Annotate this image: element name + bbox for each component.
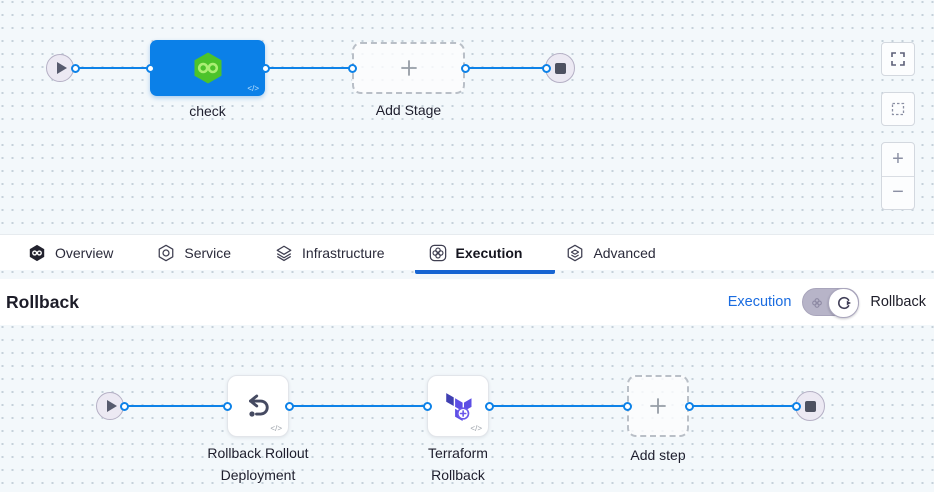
edge-step1-to-step2 [288, 405, 428, 407]
step-label-line1: Rollback Rollout [207, 445, 309, 461]
connector-dot [260, 63, 270, 73]
tab-execution[interactable]: Execution [407, 235, 545, 270]
step-node-rollback-rollout[interactable]: </> [227, 375, 289, 437]
step-label-line2: Rollback [431, 467, 485, 483]
connector-dot [222, 401, 232, 411]
terraform-icon [446, 393, 472, 421]
edge-step2-to-addstep [488, 405, 628, 407]
zoom-out-button[interactable]: − [892, 181, 904, 204]
step-label-line1: Terraform [428, 445, 488, 461]
stop-icon [554, 62, 566, 74]
code-icon: </> [247, 84, 259, 93]
mode-switcher: Execution Rollback [727, 288, 926, 318]
plus-icon [650, 398, 666, 414]
stop-icon [804, 400, 816, 412]
tab-advanced[interactable]: Advanced [544, 235, 677, 270]
connector-dot [684, 401, 694, 411]
fullscreen-icon [891, 52, 905, 66]
step-label-line2: Deployment [220, 467, 296, 483]
pipeline-start-node[interactable] [46, 54, 74, 82]
connector-dot [284, 401, 294, 411]
advanced-icon [568, 244, 583, 261]
tab-infrastructure[interactable]: Infrastructure [253, 235, 406, 270]
zoom-controls: + − [881, 142, 915, 210]
connector-dot [145, 63, 155, 73]
tab-label: Execution [455, 244, 523, 261]
rollback-step-icon [249, 394, 269, 417]
tab-label: Infrastructure [302, 244, 385, 261]
stage-node-check[interactable]: </> [150, 40, 265, 96]
connector-dot [422, 401, 432, 411]
edge-stage-to-addstage [264, 67, 353, 69]
edge-addstage-to-end [464, 67, 547, 69]
connector-dot [460, 63, 470, 73]
page-title: Rollback [6, 291, 79, 312]
execution-mode-link[interactable]: Execution [727, 294, 792, 310]
rollback-mode-label: Rollback [870, 294, 926, 310]
harness-stage-icon [194, 52, 221, 84]
code-icon: </> [270, 424, 282, 433]
infrastructure-icon [276, 245, 292, 261]
stage-canvas[interactable]: </> check Add Stage + [0, 0, 934, 234]
stage-label: check [189, 103, 226, 119]
tab-strip [0, 270, 934, 279]
tab-service[interactable]: Service [135, 235, 253, 270]
execution-mini-icon [812, 298, 823, 308]
rollback-panel-header: Rollback Execution Rollback [0, 279, 934, 325]
active-tab-underline [415, 270, 555, 274]
connector-dot [541, 63, 551, 73]
connector-dot [622, 401, 632, 411]
harness-logo-icon [29, 244, 45, 261]
plus-icon [400, 60, 417, 76]
connector-dot [347, 63, 357, 73]
service-icon [158, 244, 174, 261]
tab-label: Advanced [593, 244, 656, 261]
connector-dot [791, 401, 801, 411]
marquee-select-button[interactable] [881, 92, 915, 126]
footer-strip [0, 492, 934, 500]
marquee-icon [891, 102, 905, 116]
connector-dot [484, 401, 494, 411]
play-icon [56, 62, 67, 74]
tab-label: Overview [55, 244, 114, 261]
rollback-mini-icon [837, 296, 851, 310]
step-node-terraform-rollback[interactable]: </> [427, 375, 489, 437]
edge-start-to-stage [74, 67, 151, 69]
zoom-in-button[interactable]: + [882, 143, 914, 177]
tab-overview[interactable]: Overview [6, 235, 135, 270]
tab-bar: Overview Service Infrastructure [0, 234, 934, 270]
connector-dot [119, 401, 129, 411]
add-stage-label: Add Stage [375, 102, 442, 118]
play-icon [106, 400, 117, 412]
edge-addstep-to-end [688, 405, 797, 407]
add-step-label: Add step [630, 447, 686, 463]
execution-icon [429, 244, 446, 261]
execution-rollback-toggle[interactable] [802, 288, 860, 318]
edge-start-to-step1 [124, 405, 228, 407]
add-stage-button[interactable] [352, 42, 465, 94]
tab-label: Service [184, 244, 232, 261]
code-icon: </> [470, 424, 482, 433]
fullscreen-button[interactable] [881, 42, 915, 76]
connector-dot [70, 63, 80, 73]
toggle-knob [828, 288, 860, 318]
add-step-button[interactable] [627, 375, 689, 437]
